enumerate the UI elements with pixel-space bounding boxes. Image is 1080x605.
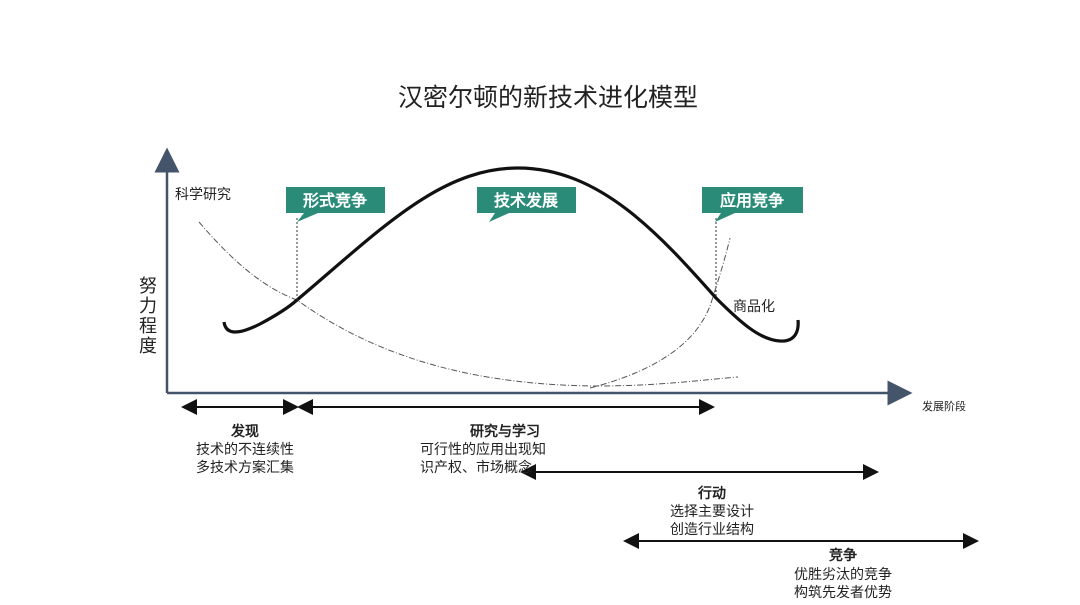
science-label: 科学研究: [175, 187, 231, 203]
svg-text:发现: 发现: [230, 423, 259, 440]
phase-action: 行动 选择主要设计 创造行业结构: [670, 485, 754, 538]
commercialization-curve: [589, 237, 731, 389]
svg-text:研究与学习: 研究与学习: [470, 423, 540, 440]
svg-text:度: 度: [139, 336, 157, 357]
phase-competition: 竞争 优胜劣汰的竞争 构筑先发者优势: [794, 547, 892, 601]
svg-text:程: 程: [139, 316, 157, 337]
commercialization-label: 商品化: [733, 299, 775, 315]
svg-text:选择主要设计: 选择主要设计: [670, 504, 754, 520]
phase-discovery: 发现 技术的不连续性 多技术方案汇集: [196, 423, 294, 476]
svg-text:竞争: 竞争: [829, 547, 857, 564]
callout-tech-development: 技术发展: [477, 187, 576, 222]
svg-text:创造行业结构: 创造行业结构: [670, 522, 754, 538]
svg-text:技术的不连续性: 技术的不连续性: [196, 441, 294, 458]
svg-text:构筑先发者优势: 构筑先发者优势: [794, 585, 892, 601]
svg-text:可行性的应用出现知: 可行性的应用出现知: [420, 441, 546, 458]
phase-research: 研究与学习 可行性的应用出现知 识产权、市场概念: [420, 423, 546, 476]
svg-text:形式竞争: 形式竞争: [303, 191, 367, 210]
x-axis-label: 发展阶段: [922, 399, 966, 413]
callout-application-competition: 应用竞争: [702, 187, 803, 222]
svg-text:技术发展: 技术发展: [494, 191, 559, 210]
svg-text:行动: 行动: [697, 485, 726, 502]
svg-text:优胜劣汰的竞争: 优胜劣汰的竞争: [794, 566, 892, 583]
callout-form-competition: 形式竞争: [286, 187, 385, 222]
svg-text:应用竞争: 应用竞争: [720, 191, 784, 210]
svg-text:识产权、市场概念: 识产权、市场概念: [420, 459, 532, 476]
svg-text:力: 力: [139, 296, 157, 317]
technology-curve: [222, 166, 800, 343]
y-axis-label: 努 力 程 度: [139, 276, 157, 357]
svg-text:多技术方案汇集: 多技术方案汇集: [196, 459, 294, 476]
svg-text:努: 努: [139, 276, 157, 297]
title: 汉密尔顿的新技术进化模型: [398, 83, 698, 112]
science-curve: [198, 221, 739, 387]
